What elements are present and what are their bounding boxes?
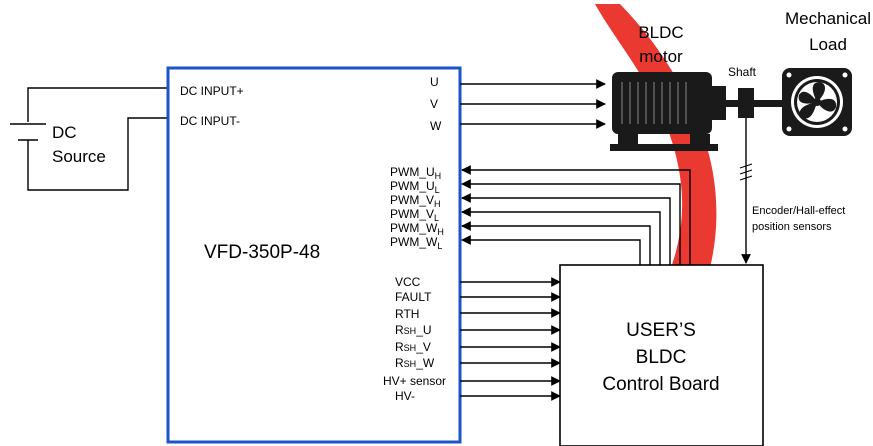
pwm-vl-label: PWM_VL (390, 207, 439, 223)
phase-w-label: W (430, 119, 442, 133)
phase-v-label: V (430, 97, 438, 111)
vcc-label: VCC (395, 275, 421, 289)
fan-load-icon (782, 68, 852, 136)
vfd-model-label: VFD-350P-48 (204, 242, 320, 263)
pwm-labels: PWM_UH PWM_UL PWM_VH PWM_VL PWM_WH PWM_W… (390, 165, 444, 251)
dc-source-label-1: DC (52, 123, 77, 142)
rsh-w-label: RSH_W (395, 356, 435, 370)
motor-label-2: motor (639, 47, 683, 66)
rsh-v-label: RSH_V (395, 340, 431, 354)
pwm-uh-label: PWM_UH (390, 165, 441, 181)
dc-source: DC Source (10, 87, 168, 191)
output-wires (460, 277, 561, 401)
dc-input-plus-label: DC INPUT+ (180, 84, 244, 98)
control-board-label-3: Control Board (602, 374, 719, 395)
sensor-feedback-line (739, 118, 753, 264)
rsh-u-label: RSH_U (395, 323, 432, 337)
sensor-label-2: position sensors (752, 221, 832, 233)
fault-label: FAULT (395, 290, 432, 304)
load-label-2: Load (809, 35, 847, 54)
shaft (726, 88, 784, 118)
rth-label: RTH (395, 307, 419, 321)
output-labels: VCC FAULT RTH RSH_U RSH_V RSH_W HV+ sens… (383, 275, 446, 403)
pwm-wl-label: PWM_WL (390, 235, 442, 251)
pwm-wh-label: PWM_WH (390, 221, 444, 237)
pwm-ul-label: PWM_UL (390, 179, 440, 195)
phase-u-label: U (430, 75, 439, 89)
dc-input-minus-label: DC INPUT- (180, 114, 240, 128)
vfd-module-box (166, 66, 462, 444)
sensor-label-1: Encoder/Hall-effect (752, 205, 845, 217)
motor-label-1: BLDC (638, 23, 683, 42)
hv-minus-label: HV- (395, 389, 415, 403)
control-board-label-1: USER’S (626, 320, 696, 341)
pwm-wires (461, 165, 691, 265)
control-board-box (559, 264, 764, 446)
dc-source-label-2: Source (52, 147, 106, 166)
hv-plus-sensor-label: HV+ sensor (383, 374, 446, 388)
load-label-1: Mechanical (785, 9, 871, 28)
pwm-vh-label: PWM_VH (390, 193, 441, 209)
bldc-motor-icon (610, 72, 726, 151)
shaft-label: Shaft (728, 65, 757, 79)
control-board-label-2: BLDC (636, 347, 687, 368)
